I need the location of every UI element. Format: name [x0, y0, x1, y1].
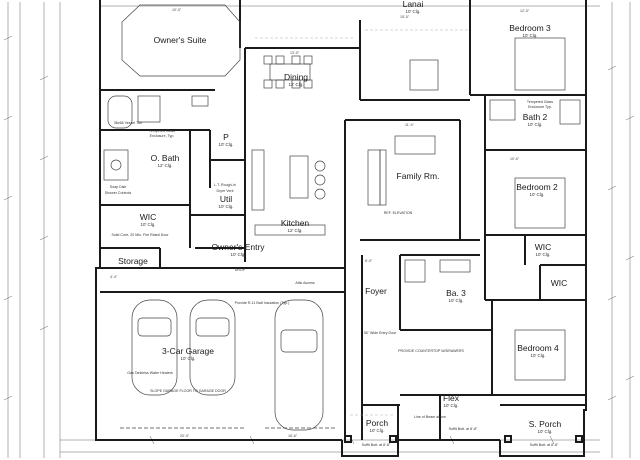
room-ba3: Ba. 3	[446, 288, 466, 298]
svg-text:12'-0": 12'-0"	[520, 9, 530, 13]
svg-text:13'-0": 13'-0"	[290, 51, 300, 55]
room-owners-suite: Owner's Suite	[154, 35, 207, 45]
note-soffit-1: Soffit Bott. at 8'-8"	[449, 427, 478, 431]
svg-text:20'-0": 20'-0"	[180, 434, 190, 438]
bedroom2-bed	[514, 177, 566, 229]
note-enclosure-b2: Enclosure Typ.	[528, 105, 552, 109]
svg-text:11'-4": 11'-4"	[405, 123, 415, 127]
note-tempered-glass-b2: Tempered Glass	[527, 100, 553, 104]
svg-text:10' Clg.: 10' Clg.	[529, 192, 544, 197]
fixtures	[103, 4, 583, 443]
svg-text:6'-0": 6'-0"	[365, 259, 373, 263]
dining-table	[269, 63, 311, 81]
room-wic-b2: WIC	[535, 242, 552, 252]
room-o-bath: O. Bath	[151, 153, 180, 163]
shower-enclosure	[103, 149, 129, 181]
dimension-labels: 10'-0" 15'-0" 12'-0" 13'-0" 11'-4" 10'-6…	[110, 8, 530, 438]
svg-text:10'-0": 10'-0"	[172, 8, 182, 12]
note-enclosure: Enclosure, Typ.	[150, 134, 175, 138]
room-pantry: P	[223, 132, 229, 142]
note-solid-core: Solid Core, 20 Min. Fire Rated Door	[111, 233, 169, 237]
note-drop: DROP	[235, 268, 246, 272]
svg-text:10' Clg.: 10' Clg.	[535, 252, 550, 257]
note-attic-access: Attic Access	[295, 281, 315, 285]
svg-text:10' Clg.: 10' Clg.	[448, 298, 463, 303]
svg-text:10' Clg.: 10' Clg.	[530, 353, 545, 358]
room-foyer: Foyer	[365, 286, 387, 296]
room-wic-owner: WIC	[140, 212, 157, 222]
room-garage: 3-Car Garage	[162, 346, 214, 356]
dimension-lines	[3, 2, 635, 458]
note-vessel-tub: 36x66 Vessel Tub	[114, 121, 142, 125]
svg-text:10' Clg.: 10' Clg.	[140, 222, 155, 227]
room-utility: Util	[220, 194, 232, 204]
room-lanai: Lanai	[403, 0, 424, 9]
room-family: Family Rm.	[397, 171, 440, 181]
exterior-walls	[95, 0, 587, 457]
room-dining: Dining	[284, 72, 308, 82]
note-batt-insulation: Provide R-11 Batt Insulation (Typ.)	[235, 301, 290, 305]
room-bedroom4: Bedroom 4	[517, 343, 559, 353]
svg-text:10' Clg.: 10' Clg.	[180, 356, 195, 361]
svg-text:10' Clg.: 10' Clg.	[218, 204, 233, 209]
svg-text:4'-4": 4'-4"	[110, 275, 118, 279]
annotations: Tempered Glass Enclosure, Typ. Tempered …	[105, 100, 559, 447]
svg-text:10' Clg.: 10' Clg.	[527, 122, 542, 127]
note-garage-slope: SLOPE GARAGE FLOOR TO GARAGE DOOR	[150, 389, 226, 393]
kitchen-island	[289, 155, 309, 199]
svg-text:10' Clg.: 10' Clg.	[218, 142, 233, 147]
room-wic-b4: WIC	[551, 278, 568, 288]
svg-text:10' Clg.: 10' Clg.	[522, 33, 537, 38]
bedroom4-bed	[514, 329, 566, 381]
note-countertop: PROVIDE COUNTERTOP W/DRAWERS	[398, 349, 464, 353]
note-soffit-3: Soffit Bott. at 8'-8"	[530, 443, 559, 447]
svg-text:12' Clg.: 12' Clg.	[157, 163, 172, 168]
note-shower-controls: Shower Controls	[105, 191, 132, 195]
svg-text:10' Clg.: 10' Clg.	[230, 252, 245, 257]
note-ref-elevation: REF. ELEVATION	[384, 211, 413, 215]
svg-text:10' Clg.: 10' Clg.	[443, 403, 458, 408]
svg-text:12' Clg.: 12' Clg.	[287, 228, 302, 233]
svg-text:10' Clg.: 10' Clg.	[369, 428, 384, 433]
interior-walls	[96, 20, 586, 456]
svg-text:10' Clg.: 10' Clg.	[405, 9, 420, 14]
room-s-porch: S. Porch	[529, 419, 562, 429]
room-bedroom2: Bedroom 2	[516, 182, 558, 192]
sofa	[367, 149, 381, 206]
note-tempered-glass: Tempered Glass	[149, 129, 175, 133]
room-flex: Flex	[443, 393, 460, 403]
note-soffit-2: Soffit Bott. at 8'-8"	[362, 443, 391, 447]
room-labels: Lanai 10' Clg. Bedroom 3 10' Clg. Owner'…	[118, 0, 567, 434]
room-kitchen: Kitchen	[281, 218, 310, 228]
svg-text:12' Clg.: 12' Clg.	[288, 82, 303, 87]
svg-text:10' Clg.: 10' Clg.	[537, 429, 552, 434]
note-entry-door: 36" Wide Entry Door	[364, 331, 397, 335]
svg-text:10'-6": 10'-6"	[510, 157, 520, 161]
svg-text:18'-6": 18'-6"	[288, 434, 298, 438]
room-storage: Storage	[118, 256, 148, 266]
room-porch: Porch	[366, 418, 388, 428]
room-bath2: Bath 2	[523, 112, 548, 122]
garage-cars	[131, 299, 324, 431]
svg-text:15'-0": 15'-0"	[400, 15, 410, 19]
room-bedroom3: Bedroom 3	[509, 23, 551, 33]
bedroom3-bed	[514, 37, 566, 91]
note-dryer-vent: Dryer Vent	[217, 189, 234, 193]
note-rough-in: L.T. Rough-In	[214, 183, 236, 187]
note-beam-line: Line of Beam above	[414, 415, 446, 419]
note-gas-heaters: Gas Tankless Water Heaters	[127, 371, 173, 375]
note-soap-dish: Soap Dish	[110, 185, 127, 189]
room-owners-entry: Owner's Entry	[211, 242, 265, 252]
